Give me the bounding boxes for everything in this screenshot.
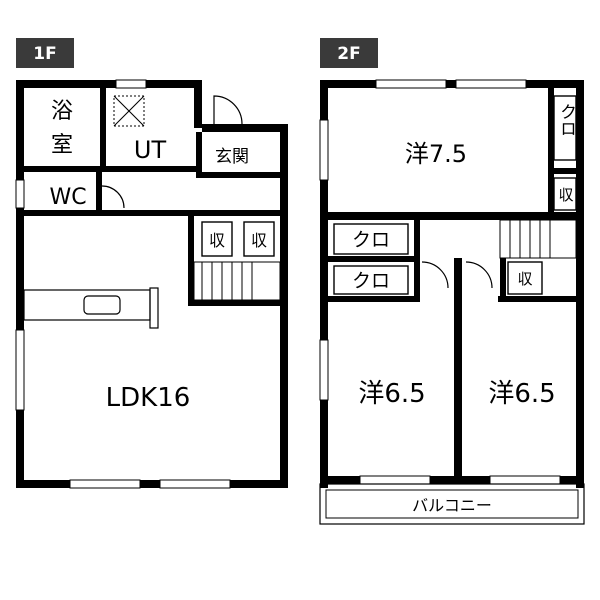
storage-hall-box [507, 261, 543, 295]
stairs-2f [499, 219, 577, 259]
storage-main-box [553, 177, 577, 211]
exterior-walls-1f [16, 80, 288, 488]
western-main-label: 洋7.5 [405, 140, 467, 168]
floor-badge-1f-bg [16, 38, 74, 68]
floor-badge-1f: 1F [33, 44, 56, 64]
closet-hall-top-box [333, 223, 409, 255]
interior-walls-2f [328, 88, 576, 480]
kitchen-counter [23, 287, 159, 329]
toilet-door [101, 185, 125, 209]
storage-a-label-1f: 収 [209, 231, 225, 250]
door-western-left [421, 261, 449, 289]
entrance-door [213, 95, 243, 125]
kitchen-sink [83, 295, 121, 315]
closet-main-label: クロ [556, 103, 576, 137]
closet-hall-top-label: クロ [352, 229, 390, 251]
windows-2f [319, 79, 561, 485]
door-western-right [465, 261, 493, 289]
toilet-label: WC [49, 185, 86, 210]
exterior-walls-2f [320, 80, 584, 488]
closet-hall-bottom-label: クロ [352, 270, 390, 292]
balcony-inner [325, 489, 579, 519]
western-left-label: 洋6.5 [358, 379, 425, 409]
windows-1f [15, 79, 231, 489]
storage-main-label: 収 [558, 186, 573, 204]
stairs-1f [193, 261, 281, 301]
western-right-label: 洋6.5 [488, 379, 555, 409]
storage-b-label-1f: 収 [251, 231, 267, 250]
storage-a-box-1f [201, 221, 233, 257]
entrance-label: 玄関 [215, 147, 249, 167]
floor-badge-2f-bg [320, 38, 378, 68]
balcony-label: バルコニー [412, 496, 492, 515]
bath-label-line2: 室 [51, 133, 73, 158]
floor-2: 2F [319, 38, 585, 525]
storage-b-box-1f [243, 221, 275, 257]
floor-badge-2f: 2F [337, 44, 360, 64]
washer-symbol [113, 95, 145, 127]
closet-hall-bottom-box [333, 265, 409, 295]
interior-walls-1f [24, 88, 280, 306]
bath-label-line1: 浴 [51, 99, 73, 124]
closet-main-box [553, 95, 577, 161]
balcony-outline [319, 483, 585, 525]
ldk-label: LDK16 [106, 383, 191, 413]
floor-1: 1F [15, 38, 288, 489]
storage-hall-label: 収 [517, 270, 532, 288]
utility-label: UT [134, 136, 167, 164]
